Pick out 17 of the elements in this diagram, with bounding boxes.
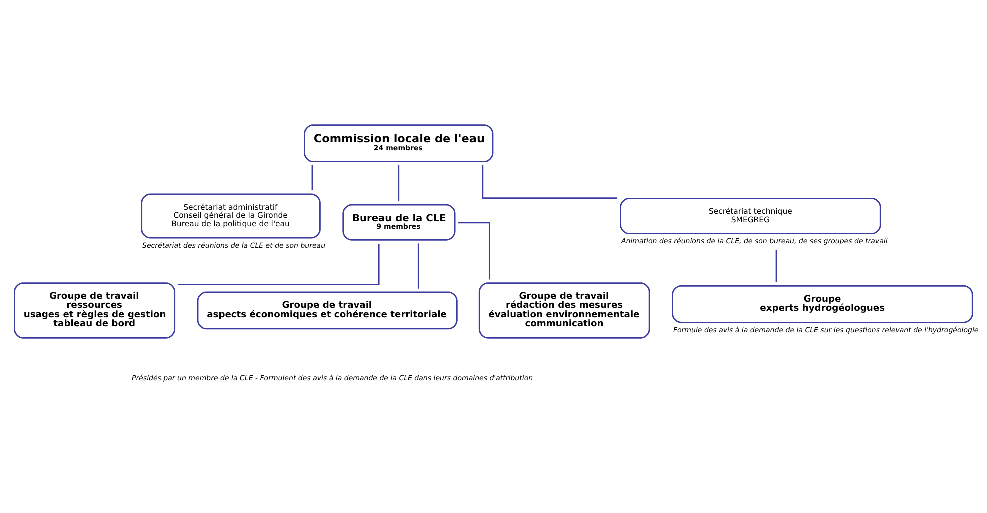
connector bbox=[418, 243, 420, 288]
node-box: Groupe de travail aspects économiques et cohérence territoriale bbox=[197, 291, 458, 330]
connector bbox=[178, 243, 380, 285]
node-box: Groupe experts hydrogéologues bbox=[672, 284, 974, 323]
node-box: Groupe de travail rédaction des mesures évaluation environnementale communication bbox=[478, 282, 650, 338]
connector bbox=[458, 222, 490, 280]
node-box: Bureau de la CLE 9 membres bbox=[342, 204, 456, 240]
node-label: Animation des réunions de la CLE, de son bureau, de ses groupes de travail bbox=[621, 236, 888, 246]
node-box: Groupe de travail ressources usages et règles de gestion tableau de bord bbox=[14, 282, 176, 338]
node-box: Commission locale de l'eau 24 membres bbox=[304, 124, 494, 162]
connector bbox=[312, 164, 314, 190]
node-label: Formule des avis à la demande de la CLE sur les questions relevant de l'hydrogéologie bbox=[673, 324, 979, 334]
connector bbox=[482, 165, 618, 199]
label: Présidés par un membre de la CLE - Formulent des avis à la demande de la CLE dans leurs domaines d'attribution bbox=[132, 373, 534, 382]
connector bbox=[398, 164, 400, 201]
connector bbox=[776, 250, 778, 282]
node-label: Secrétariat des réunions de la CLE et de son bureau bbox=[142, 240, 326, 250]
